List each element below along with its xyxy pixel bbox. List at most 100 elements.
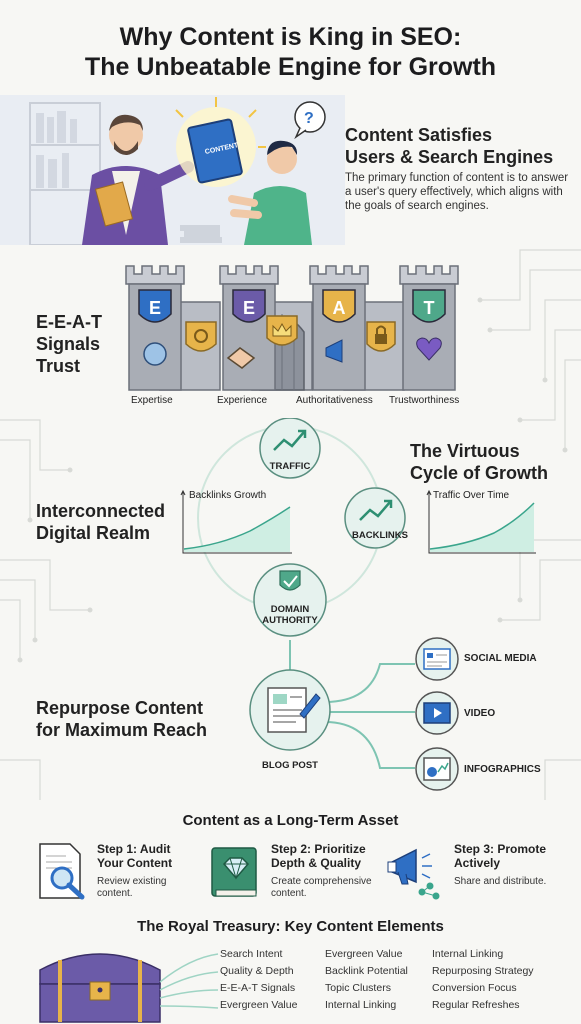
treasury-col-1: Search Intent Quality & Depth E-E-A-T Si… (220, 948, 320, 1012)
megaphone-share-icon (387, 848, 440, 900)
eeat-tower-3: A (309, 265, 369, 391)
step-1: Step 1: Audit Your Content Review existi… (36, 842, 206, 902)
treasury-item: E-E-A-T Signals (220, 982, 296, 994)
treasury-item: Repurposing Strategy (432, 965, 534, 977)
megaphone-icon (325, 339, 343, 363)
intro-illustration: CONTENT ? (29, 97, 326, 245)
realm-heading: Interconnected Digital Realm (36, 500, 196, 544)
traffic-over-time-chart: Traffic Over Time (426, 489, 536, 554)
treasury-item: Evergreen Value (325, 948, 403, 960)
cycle-heading-line-1: The Virtuous (410, 441, 520, 461)
eeat-tower-1: E (125, 265, 185, 391)
eeat-label-expertise: Expertise (131, 395, 173, 406)
authority-label-line-1: DOMAIN (270, 604, 310, 615)
eeat-shield-icon (412, 289, 446, 323)
step-2-title-line-2: Depth & Quality (271, 856, 362, 870)
eeat-heading-line-2: Signals (36, 334, 101, 354)
title-line-1: Why Content is King in SEO: (119, 23, 462, 51)
repurpose-heading: Repurpose Content for Maximum Reach (36, 697, 246, 741)
backlinks-label: BACKLINKS (352, 530, 408, 541)
step-1-title: Step 1: Audit Your Content (97, 842, 172, 870)
treasury-item: Regular Refreshes (432, 999, 520, 1011)
book-icon: CONTENT (175, 97, 266, 187)
brain-icon (143, 342, 167, 366)
heart-shield-icon (416, 337, 442, 361)
backlinks-chart-label: Backlinks Growth (189, 490, 266, 501)
authority-node (253, 563, 327, 637)
eeat-letter-2: E (243, 298, 255, 318)
treasure-chest-icon (39, 953, 161, 1023)
traffic-label: TRAFFIC (269, 461, 311, 472)
treasury-item: Conversion Focus (432, 982, 517, 994)
step-3: Step 3: Promote Actively Share and distr… (386, 842, 576, 902)
step-2-desc-line-2: content. (271, 888, 307, 899)
social-media-icon (415, 637, 459, 681)
traffic-chart-label: Traffic Over Time (433, 490, 510, 501)
question-bubble-icon: ? (294, 101, 326, 140)
handshake-icon (226, 347, 256, 369)
step-2-title: Step 2: Prioritize Depth & Quality (271, 842, 366, 870)
step-2-desc: Create comprehensive content. (271, 876, 372, 900)
intro-body: The primary function of content is to an… (345, 172, 569, 212)
repurpose-heading-line-1: Repurpose Content (36, 698, 204, 718)
step-1-desc: Review existing content. (97, 876, 166, 900)
eeat-heading: E-E-A-T Signals Trust (36, 311, 126, 377)
cycle-heading: The Virtuous Cycle of Growth (410, 440, 580, 484)
teacher-figure (82, 114, 194, 245)
intro-heading: Content Satisfies Users & Search Engines (345, 124, 575, 168)
realm-heading-line-1: Interconnected (36, 501, 166, 521)
backlinks-growth-chart: Backlinks Growth (180, 489, 292, 554)
treasury-item: Search Intent (220, 948, 283, 960)
eeat-letter-3: A (333, 298, 346, 318)
gear-shield-icon (185, 321, 217, 352)
treasury-item: Evergreen Value (220, 999, 298, 1011)
intro-heading-line-2: Users & Search Engines (345, 147, 554, 167)
repurpose-heading-line-2: for Maximum Reach (36, 720, 208, 740)
step-1-title-line-2: Your Content (97, 856, 173, 870)
treasury-item: Topic Clusters (325, 982, 391, 994)
eeat-label-experience: Experience (217, 395, 268, 406)
treasury-item: Quality & Depth (220, 965, 294, 977)
step-3-title-line-2: Actively (454, 856, 501, 870)
eeat-heading-line-1: E-E-A-T (36, 312, 102, 332)
eeat-shield-icon (232, 289, 266, 323)
eeat-letter-4: T (424, 298, 435, 318)
blog-post-icon (267, 687, 321, 733)
treasury-item: Internal Linking (325, 999, 397, 1011)
step-1-desc-line-2: content. (97, 888, 133, 899)
repurpose-diagram (249, 640, 415, 769)
treasury-heading: The Royal Treasury: Key Content Elements (137, 918, 444, 935)
video-output: VIDEO (414, 690, 578, 740)
social-media-label: SOCIAL MEDIA (464, 653, 537, 664)
step-3-desc-line-1: Share and distribute. (454, 876, 547, 887)
step-3-desc: Share and distribute. (454, 876, 546, 888)
video-icon (415, 691, 459, 735)
question-mark: ? (304, 110, 314, 127)
step-2-desc-line-1: Create comprehensive (271, 876, 372, 887)
realm-heading-line-2: Digital Realm (36, 523, 151, 543)
step-1-title-line-1: Step 1: Audit (97, 842, 171, 856)
authority-label-line-2: AUTHORITY (262, 615, 318, 626)
eeat-labels: Expertise Experience Authoritativeness T… (120, 393, 470, 407)
diamond-book-icon (211, 847, 257, 897)
growth-cycle (197, 418, 406, 637)
cycle-heading-line-2: Cycle of Growth (410, 463, 549, 483)
blog-post-label: BLOG POST (262, 760, 318, 771)
eeat-letter-1: E (149, 298, 161, 318)
video-label: VIDEO (464, 708, 496, 719)
step-1-desc-line-1: Review existing (97, 876, 167, 887)
title-line-2: The Unbeatable Engine for Growth (84, 53, 497, 81)
treasury-item: Backlink Potential (325, 965, 408, 977)
social-media-output: SOCIAL MEDIA (414, 636, 578, 692)
authority-label: DOMAIN AUTHORITY (255, 604, 325, 626)
lock-shield-icon (366, 321, 396, 352)
eeat-shield-icon (138, 289, 172, 323)
audit-magnifier-icon (39, 843, 85, 900)
asset-heading: Content as a Long-Term Asset (182, 812, 399, 829)
eeat-shield-icon (322, 289, 356, 323)
treasury-col-2: Evergreen Value Backlink Potential Topic… (325, 948, 430, 1012)
eeat-label-authoritativeness: Authoritativeness (296, 395, 373, 406)
treasury-item: Internal Linking (432, 948, 504, 960)
student-figure (228, 140, 312, 245)
